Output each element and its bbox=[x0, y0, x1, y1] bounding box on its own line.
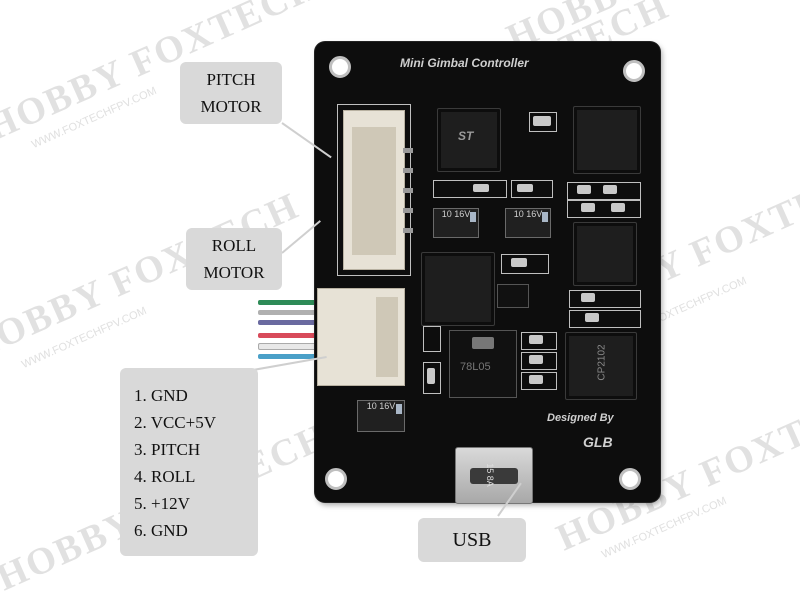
designer-mark: GLB bbox=[583, 434, 613, 450]
wire-blue bbox=[258, 354, 323, 359]
six-pin-connector bbox=[317, 288, 405, 386]
mounting-hole bbox=[619, 468, 641, 490]
pitch-motor-label: PITCH MOTOR bbox=[180, 62, 282, 124]
pin-1: 1. GND bbox=[134, 386, 188, 405]
pin-4: 4. ROLL bbox=[134, 467, 196, 486]
pitch-motor-connector bbox=[343, 110, 405, 270]
capacitor: 10 16V bbox=[357, 400, 405, 432]
wire-red bbox=[258, 333, 323, 338]
gimbal-controller-board: Mini Gimbal Controller ST CP2102 78L05 1… bbox=[315, 42, 660, 504]
regulator-marking: 78L05 bbox=[460, 361, 491, 373]
usb-label: USB bbox=[418, 518, 526, 562]
mounting-hole bbox=[325, 468, 347, 490]
usb-marking: 15 8A bbox=[484, 463, 495, 487]
mounting-hole bbox=[329, 56, 351, 78]
wire-grey bbox=[258, 310, 323, 315]
wire-green bbox=[258, 300, 323, 305]
board-title: Mini Gimbal Controller bbox=[400, 56, 529, 70]
driver-chip bbox=[573, 222, 637, 286]
pin-6: 6. GND bbox=[134, 521, 188, 540]
driver-chip bbox=[573, 106, 641, 174]
chip-marking: ST bbox=[458, 129, 474, 143]
pin-2: 2. VCC+5V bbox=[134, 413, 217, 432]
capacitor: 10 16V bbox=[433, 208, 479, 238]
microcontroller-chip: ST bbox=[437, 108, 501, 172]
pin-5: 5. +12V bbox=[134, 494, 190, 513]
sensor-chip bbox=[421, 252, 495, 326]
capacitor: 10 16V bbox=[505, 208, 551, 238]
chip-marking: CP2102 bbox=[596, 344, 608, 381]
wire-purple bbox=[258, 320, 323, 325]
pinout-label: 1. GND 2. VCC+5V 3. PITCH 4. ROLL 5. +12… bbox=[120, 368, 258, 556]
designed-by-text: Designed By bbox=[547, 412, 614, 424]
usb-uart-chip: CP2102 bbox=[565, 332, 637, 400]
roll-motor-label: ROLL MOTOR bbox=[186, 228, 282, 290]
micro-usb-port: 15 8A bbox=[455, 447, 533, 504]
mounting-hole bbox=[623, 60, 645, 82]
pin-3: 3. PITCH bbox=[134, 440, 201, 459]
voltage-regulator: 78L05 bbox=[449, 330, 517, 398]
